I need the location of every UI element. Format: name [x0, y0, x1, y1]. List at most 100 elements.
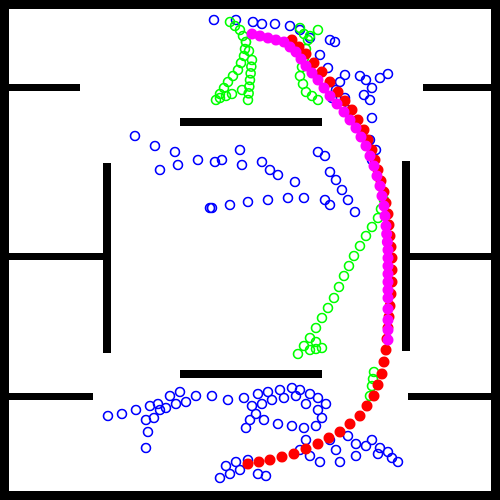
magenta-point: [318, 82, 330, 94]
magenta-point: [382, 334, 394, 346]
magenta-point: [312, 74, 324, 86]
red-point: [300, 443, 312, 455]
blue-point: [149, 140, 161, 152]
blue-point: [234, 464, 246, 476]
wall-left-middle-ledge: [9, 253, 109, 260]
blue-point: [130, 404, 142, 416]
green-point: [226, 88, 238, 100]
blue-point: [208, 14, 220, 26]
blue-point: [192, 154, 204, 166]
green-point: [316, 342, 328, 354]
blue-point: [269, 18, 281, 30]
blue-point: [242, 196, 254, 208]
magenta-point: [306, 67, 318, 79]
blue-point: [272, 169, 284, 181]
blue-point: [349, 206, 361, 218]
green-point: [343, 260, 355, 272]
magenta-point: [382, 303, 394, 315]
blue-point: [140, 442, 152, 454]
red-point: [378, 356, 390, 368]
green-point: [333, 281, 345, 293]
blue-point: [174, 386, 186, 398]
magenta-point: [331, 98, 343, 110]
magenta-point: [338, 106, 350, 118]
magenta-point: [368, 160, 380, 172]
blue-point: [240, 422, 252, 434]
green-point: [220, 90, 232, 102]
blue-point: [102, 410, 114, 422]
green-point: [242, 94, 254, 106]
blue-point: [172, 159, 184, 171]
magenta-point: [355, 131, 367, 143]
blue-point: [230, 456, 242, 468]
blue-point: [206, 202, 218, 214]
blue-point: [330, 444, 342, 456]
blue-point: [258, 414, 270, 426]
blue-point: [324, 166, 336, 178]
blue-point: [316, 412, 328, 424]
wall-left-upper-ledge: [9, 84, 80, 91]
blue-point: [360, 74, 372, 86]
blue-point: [342, 194, 354, 206]
blue-point: [366, 434, 378, 446]
red-point: [253, 456, 265, 468]
wall-left-lower-ledge: [9, 393, 93, 400]
blue-point: [374, 442, 386, 454]
blue-point: [314, 49, 326, 61]
blue-point: [256, 18, 268, 30]
blue-point: [366, 82, 378, 94]
blue-point: [148, 412, 160, 424]
green-point: [360, 230, 372, 242]
green-point: [304, 30, 316, 42]
blue-point: [164, 390, 176, 402]
blue-point: [319, 150, 331, 162]
blue-point: [262, 386, 274, 398]
magenta-point: [360, 140, 372, 152]
green-point: [246, 61, 257, 72]
blue-point: [116, 408, 128, 420]
green-point: [244, 74, 256, 86]
blue-point: [236, 159, 248, 171]
blue-point: [180, 396, 192, 408]
blue-point: [329, 36, 341, 48]
blue-point: [190, 390, 202, 402]
blue-point: [262, 194, 274, 206]
blue-point: [264, 164, 276, 176]
wall-inner-top-horizontal: [180, 118, 322, 126]
green-point: [234, 24, 246, 36]
wall-inner-bottom-horizontal: [180, 370, 322, 378]
magenta-point: [382, 314, 394, 326]
blue-point: [314, 456, 326, 468]
blue-point: [312, 404, 324, 416]
blue-point: [304, 388, 316, 400]
green-point: [354, 240, 366, 252]
blue-point: [224, 468, 236, 480]
wall-right-upper-ledge: [423, 84, 491, 91]
green-point: [240, 36, 252, 48]
blue-point: [170, 398, 182, 410]
blue-point: [324, 199, 336, 211]
magenta-point: [350, 122, 362, 134]
blue-point: [374, 72, 386, 84]
red-point: [264, 454, 276, 466]
magenta-point: [300, 60, 312, 72]
outer-wall-top: [0, 0, 500, 9]
blue-point: [364, 94, 376, 106]
blue-point: [246, 400, 258, 412]
green-point: [310, 322, 322, 334]
wall-right-lower-ledge: [408, 393, 491, 400]
green-point: [310, 336, 322, 348]
outer-wall-right: [491, 0, 500, 500]
blue-point: [224, 199, 236, 211]
green-point: [312, 24, 324, 36]
blue-point: [142, 426, 154, 438]
green-point: [214, 92, 226, 104]
blue-point: [334, 456, 346, 468]
blue-point: [266, 394, 278, 406]
blue-point: [256, 156, 268, 168]
blue-point: [310, 420, 322, 432]
blue-point: [320, 398, 332, 410]
red-point: [354, 410, 366, 422]
green-point: [243, 45, 255, 57]
